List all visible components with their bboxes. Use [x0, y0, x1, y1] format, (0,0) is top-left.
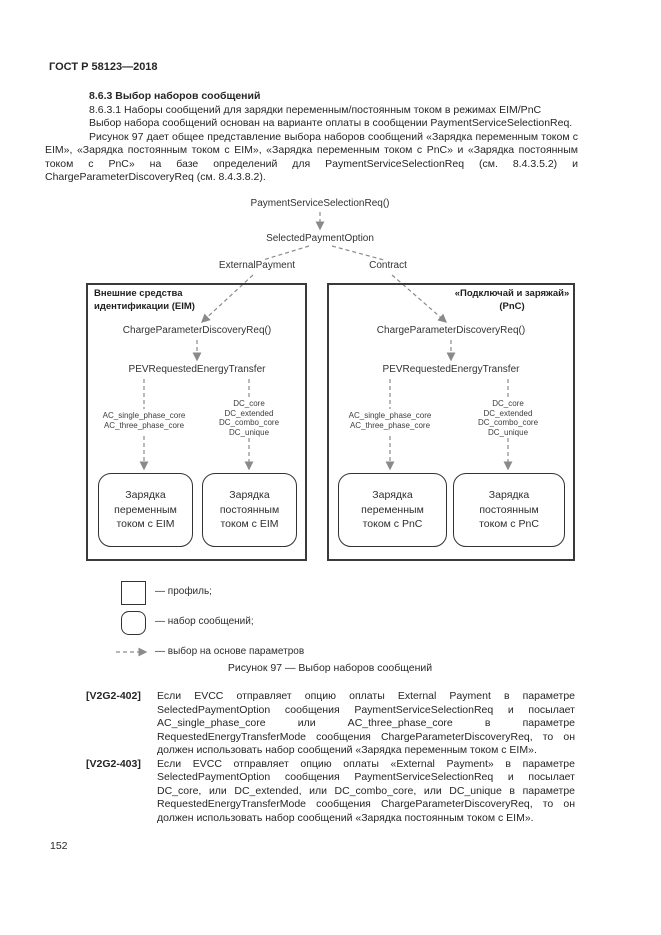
eim-cpd-label: ChargeParameterDiscoveryReq(): [122, 325, 272, 336]
message-set-box-dc-eim: Зарядка постоянным током с EIM: [202, 473, 297, 547]
requirement-v2g2-402: [V2G2-402] Если EVCC отправляет опцию оп…: [86, 690, 575, 758]
diagram-arrows: [116, 212, 513, 657]
pnc-dc-param-4: DC_unique: [487, 428, 529, 438]
legend-param-choice-label: — выбор на основе параметров: [155, 646, 305, 657]
pnc-dc-param-2: DC_extended: [483, 408, 533, 418]
eim-dc-param-2: DC_extended: [224, 408, 274, 418]
box-line: током с EIM: [220, 518, 279, 531]
box-line: Зарядка: [488, 489, 530, 502]
label-contract: Contract: [369, 260, 407, 271]
section-heading: 8.6.3 Выбор наборов сообщений: [89, 90, 261, 102]
section-subclause: 8.6.3.1 Наборы сообщений для зарядки пер…: [89, 103, 542, 116]
label-selected-payment-option: SelectedPaymentOption: [266, 233, 374, 244]
eim-ac-params: AC_single_phase_core AC_three_phase_core: [103, 411, 186, 430]
arrow-externalpayment-to-cpd: [201, 274, 254, 323]
pnc-pev-label: PEVRequestedEnergyTransfer: [382, 364, 520, 375]
box-line: переменным: [361, 503, 424, 516]
eim-ac-param-1: AC_single_phase_core: [102, 411, 186, 420]
eim-pev-label: PEVRequestedEnergyTransfer: [128, 364, 266, 375]
pnc-dc-params: DC_core DC_extended DC_combo_core DC_uni…: [478, 399, 538, 438]
legend-profile-square-icon: [121, 581, 146, 605]
eim-dc-param-1: DC_core: [233, 399, 265, 408]
document-header: ГОСТ Р 58123—2018: [49, 61, 158, 73]
message-set-box-ac-eim: Зарядка переменным током с EIM: [98, 473, 193, 547]
section-paragraph-1: Выбор набора сообщений основан на вариан…: [89, 117, 573, 129]
eim-panel-title: Внешние средства идентификации (EIM): [94, 288, 195, 313]
pnc-ac-param-1: AC_single_phase_core: [348, 411, 432, 420]
box-line: постоянным: [219, 503, 280, 516]
message-set-box-dc-pnc: Зарядка постоянным током с PnC: [453, 473, 565, 547]
pnc-title-line1: «Подключай и заряжай»: [454, 288, 570, 299]
box-line: постоянным: [479, 503, 539, 516]
box-line: током с PnC: [362, 518, 423, 531]
section-paragraph-2: Рисунок 97 дает общее представление выбо…: [45, 130, 578, 184]
message-set-box-ac-pnc: Зарядка переменным током с PnC: [338, 473, 447, 547]
box-line: Зарядка: [125, 489, 166, 502]
label-external-payment: ExternalPayment: [218, 260, 296, 271]
pnc-ac-param-2: AC_three_phase_core: [349, 420, 431, 430]
pnc-title-line2: (PnC): [499, 300, 525, 312]
figure-caption: Рисунок 97 — Выбор наборов сообщений: [227, 662, 433, 674]
line-spo-to-externalpayment: [262, 245, 310, 261]
pnc-dc-param-3: DC_combo_core: [477, 418, 539, 428]
arrow-contract-to-cpd: [391, 274, 448, 323]
eim-title-line2: идентификации (EIM): [94, 300, 195, 312]
box-line: током с PnC: [479, 518, 539, 531]
pnc-panel: [327, 283, 575, 561]
requirement-text: Если EVCC отправляет опцию оплаты «Exter…: [157, 757, 575, 824]
box-line: переменным: [114, 503, 177, 516]
line-spo-to-contract: [331, 245, 385, 261]
eim-panel: [86, 283, 307, 561]
pnc-dc-param-1: DC_core: [492, 399, 524, 408]
eim-title-line1: Внешние средства: [94, 288, 183, 299]
label-payment-service-selection-req: PaymentServiceSelectionReq(): [250, 198, 390, 209]
pnc-ac-params: AC_single_phase_core AC_three_phase_core: [349, 411, 432, 430]
legend-message-set-label: — набор сообщений;: [155, 616, 254, 627]
requirement-id: [V2G2-403]: [86, 757, 141, 770]
figure-97-diagram: PaymentServiceSelectionReq() SelectedPay…: [0, 195, 661, 685]
page-number: 152: [50, 840, 68, 852]
box-line: Зарядка: [229, 489, 270, 502]
eim-dc-params: DC_core DC_extended DC_combo_core DC_uni…: [219, 399, 279, 438]
legend-profile-label: — профиль;: [155, 586, 212, 597]
eim-dc-param-3: DC_combo_core: [218, 418, 280, 428]
pnc-cpd-label: ChargeParameterDiscoveryReq(): [376, 325, 526, 336]
box-line: током с EIM: [116, 518, 175, 531]
requirement-v2g2-403: [V2G2-403] Если EVCC отправляет опцию оп…: [86, 758, 575, 826]
box-line: Зарядка: [372, 489, 413, 502]
legend-message-set-rounded-icon: [121, 611, 146, 635]
pnc-panel-title: «Подключай и заряжай» (PnC): [455, 288, 570, 313]
eim-dc-param-4: DC_unique: [228, 428, 270, 438]
requirement-text: Если EVCC отправляет опцию оплаты Extern…: [157, 690, 575, 756]
requirement-id: [V2G2-402]: [86, 690, 141, 702]
eim-ac-param-2: AC_three_phase_core: [103, 420, 185, 430]
